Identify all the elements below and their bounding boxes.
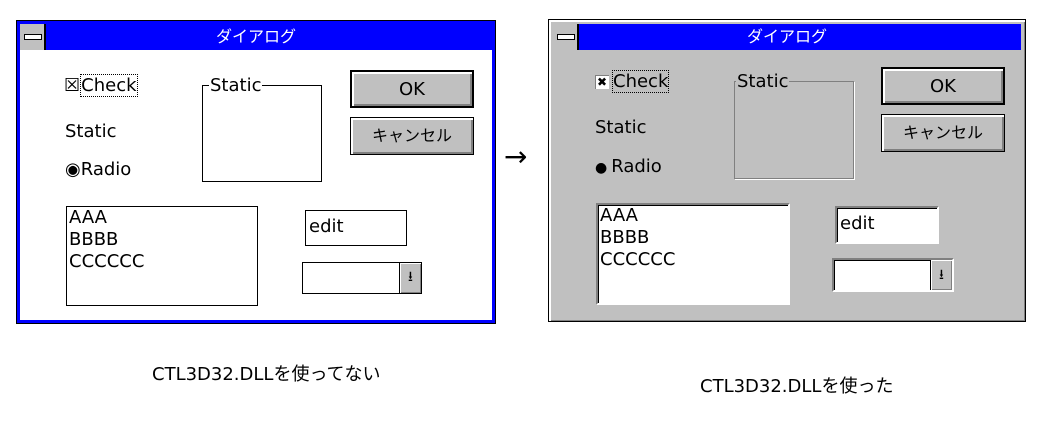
dialog-title-bar: ダイアログ bbox=[553, 24, 1021, 50]
static-text: Static bbox=[65, 121, 117, 142]
check-label: Check bbox=[80, 74, 138, 97]
checkbox-checked-icon: ☒ bbox=[64, 75, 81, 96]
dialog-plain: ダイアログ ☒Check Static ◉Radio Static OK キャン… bbox=[16, 20, 496, 324]
radio-label: Radio bbox=[80, 159, 132, 180]
radio-button[interactable]: ◉Radio bbox=[65, 159, 131, 181]
check-box[interactable]: ☒Check bbox=[64, 74, 138, 97]
check-box[interactable]: ✖Check bbox=[595, 70, 670, 93]
static-group-box: Static bbox=[734, 71, 854, 179]
edit-field[interactable]: edit bbox=[835, 206, 939, 244]
radio-selected-icon: ● bbox=[595, 160, 608, 176]
list-item[interactable]: BBBB bbox=[600, 227, 650, 248]
list-box[interactable]: AAA BBBB CCCCCC bbox=[66, 206, 258, 306]
list-item[interactable]: AAA bbox=[600, 205, 638, 226]
system-menu-icon bbox=[557, 34, 575, 40]
list-item[interactable]: CCCCCC bbox=[600, 249, 676, 270]
list-item[interactable]: AAA bbox=[69, 207, 107, 228]
caption-left: CTL3D32.DLLを使ってない bbox=[152, 364, 381, 385]
dropdown-arrow-icon[interactable]: ⭳ bbox=[930, 260, 952, 290]
system-menu-icon bbox=[24, 34, 42, 40]
arrow-right-icon: → bbox=[504, 140, 528, 173]
dialog-title: ダイアログ bbox=[215, 27, 296, 46]
checkbox-checked-icon: ✖ bbox=[595, 75, 609, 89]
check-label: Check bbox=[612, 70, 670, 93]
static-text: Static bbox=[595, 117, 647, 138]
combo-box[interactable]: ⭳ bbox=[832, 258, 954, 292]
combo-box[interactable]: ⭳ bbox=[302, 262, 422, 294]
ok-button[interactable]: OK bbox=[350, 70, 474, 108]
system-menu-button[interactable] bbox=[20, 24, 46, 50]
list-box[interactable]: AAA BBBB CCCCCC bbox=[596, 203, 790, 305]
system-menu-button[interactable] bbox=[553, 24, 579, 50]
dialog-title: ダイアログ bbox=[746, 27, 827, 46]
dialog-3d: ダイアログ ✖Check Static ●Radio Static OK キャン… bbox=[548, 19, 1026, 322]
group-box-label: Static bbox=[209, 75, 263, 97]
radio-selected-icon: ◉ bbox=[65, 159, 81, 180]
edit-field[interactable]: edit bbox=[305, 210, 407, 246]
static-group-box: Static bbox=[202, 75, 322, 182]
caption-right: CTL3D32.DLLを使った bbox=[700, 376, 894, 397]
cancel-button[interactable]: キャンセル bbox=[881, 114, 1005, 152]
list-item[interactable]: BBBB bbox=[69, 229, 119, 250]
list-item[interactable]: CCCCCC bbox=[69, 251, 145, 272]
ok-button[interactable]: OK bbox=[881, 67, 1005, 105]
cancel-button[interactable]: キャンセル bbox=[350, 117, 474, 155]
dialog-title-bar: ダイアログ bbox=[20, 24, 492, 50]
dropdown-arrow-icon[interactable]: ⭳ bbox=[399, 263, 421, 293]
radio-label: Radio bbox=[611, 156, 662, 177]
group-box-label: Static bbox=[736, 71, 790, 93]
radio-button[interactable]: ●Radio bbox=[595, 156, 662, 179]
